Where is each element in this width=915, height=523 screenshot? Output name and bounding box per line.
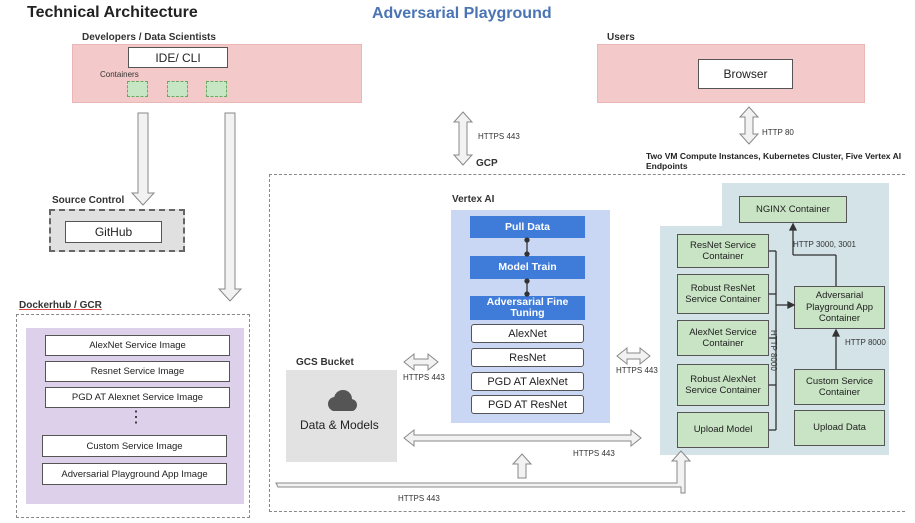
vertex-ai-label: Vertex AI (452, 194, 495, 205)
custom-service-image: Custom Service Image (42, 435, 227, 457)
gcs-bucket-panel (286, 370, 397, 462)
robust-resnet-service-container: Robust ResNet Service Container (677, 274, 769, 314)
adversarial-playground-app-container: Adversarial Playground App Container (794, 286, 885, 329)
dockerhub-label: Dockerhub / GCR (19, 300, 102, 311)
adversarial-fine-tuning-step: Adversarial Fine Tuning (470, 296, 585, 320)
https-443-label: HTTPS 443 (398, 494, 440, 503)
containers-label: Containers (100, 70, 139, 79)
https-443-label: HTTPS 443 (573, 449, 615, 458)
https-443-label: HTTPS 443 (403, 373, 445, 382)
resnet-model: ResNet (471, 348, 584, 367)
alexnet-service-container: AlexNet Service Container (677, 320, 769, 356)
container-icon (167, 81, 188, 97)
alexnet-service-image: AlexNet Service Image (45, 335, 230, 356)
http-8000-vertical-label: HTTP 8000 (769, 330, 778, 371)
gcp-zone (269, 174, 905, 512)
model-train-step: Model Train (470, 256, 585, 279)
gcs-bucket-label: GCS Bucket (296, 357, 354, 368)
nginx-container: NGINX Container (739, 196, 847, 223)
http-3000-3001-label: HTTP 3000, 3001 (793, 240, 857, 249)
arrow-users-gcp (738, 106, 760, 145)
pgd-at-resnet-model: PGD AT ResNet (471, 395, 584, 414)
source-control-label: Source Control (52, 195, 125, 206)
github-box: GitHub (65, 221, 162, 243)
upload-model-container: Upload Model (677, 412, 769, 448)
ellipsis: ⋮ (128, 409, 144, 426)
arrow-dev-to-github (130, 112, 156, 206)
upload-data-container: Upload Data (794, 410, 885, 446)
page-title: Technical Architecture (27, 4, 198, 21)
gcp-description: Two VM Compute Instances, Kubernetes Clu… (646, 151, 902, 171)
diagram-title: Adversarial Playground (372, 5, 552, 22)
data-and-models-text: Data & Models (300, 418, 379, 432)
arrow-dev-gcp (452, 111, 474, 166)
https-443-label: HTTPS 443 (616, 366, 658, 375)
container-icon (127, 81, 148, 97)
gcp-label: GCP (476, 158, 498, 169)
arrow-dev-to-dockerhub (217, 112, 243, 302)
alexnet-model: AlexNet (471, 324, 584, 343)
container-icon (206, 81, 227, 97)
robust-alexnet-service-container: Robust AlexNet Service Container (677, 364, 769, 406)
pgd-at-alexnet-service-image: PGD AT Alexnet Service Image (45, 387, 230, 408)
http-80-label: HTTP 80 (762, 128, 794, 137)
users-label: Users (607, 32, 635, 43)
developers-label: Developers / Data Scientists (82, 32, 216, 43)
adversarial-playground-app-image: Adversarial Playground App Image (42, 463, 227, 485)
pull-data-step: Pull Data (470, 216, 585, 238)
http-8000-label: HTTP 8000 (845, 338, 886, 347)
pgd-at-alexnet-model: PGD AT AlexNet (471, 372, 584, 391)
resnet-service-image: Resnet Service Image (45, 361, 230, 382)
browser-box: Browser (698, 59, 793, 89)
custom-service-container: Custom Service Container (794, 369, 885, 405)
https-443-label: HTTPS 443 (478, 132, 520, 141)
dockerhub-zone (16, 314, 250, 518)
ide-cli-box: IDE/ CLI (128, 47, 228, 68)
resnet-service-container: ResNet Service Container (677, 234, 769, 268)
